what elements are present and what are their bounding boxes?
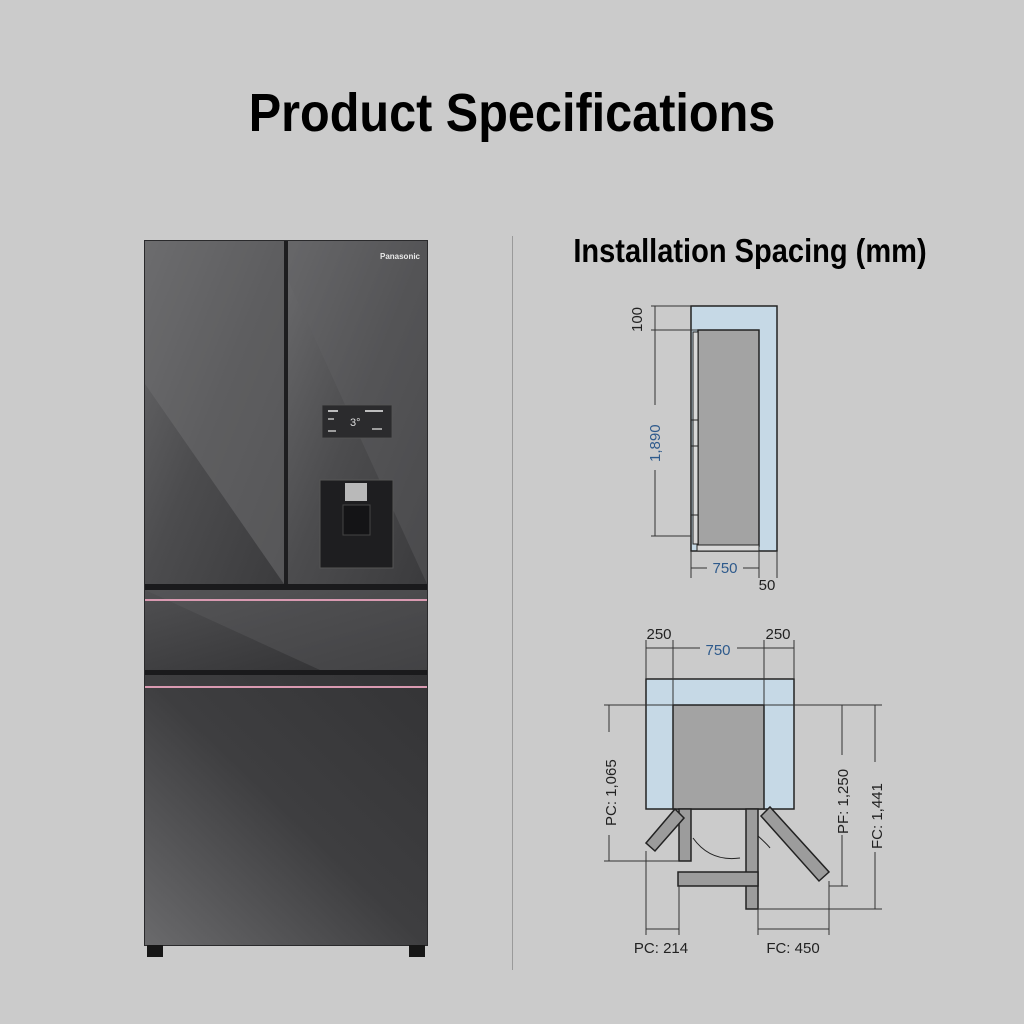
top-fc-door-label: FC: 450 — [766, 940, 819, 957]
upper-drawer — [145, 590, 427, 670]
top-view-diagram: 250 750 250 PC: 1,065 PF: 1,250 FC: 1,44… — [603, 626, 886, 957]
top-right-clearance-label: 250 — [765, 626, 790, 643]
top-width-label: 750 — [705, 642, 730, 659]
top-pc-depth-label: PC: 1,065 — [603, 759, 620, 826]
side-top-clearance-label: 100 — [629, 307, 646, 332]
side-depth-label: 750 — [712, 560, 737, 577]
top-fc-depth-label: FC: 1,441 — [869, 783, 886, 849]
diagram-subtitle: Installation Spacing (mm) — [573, 232, 927, 269]
column-divider — [512, 236, 513, 970]
top-left-clearance-label: 250 — [646, 626, 671, 643]
side-height-label: 1,890 — [647, 424, 664, 462]
top-pc-door-label: PC: 214 — [634, 940, 688, 957]
control-panel-reading: 3° — [350, 417, 361, 429]
water-dispenser — [319, 479, 394, 569]
page-title: Product Specifications — [248, 83, 776, 143]
side-view-diagram: 100 1,890 750 50 — [629, 305, 778, 594]
fridge-image: Panasonic 3° — [144, 240, 428, 957]
control-panel: 3° — [321, 404, 393, 439]
freezer-drawer — [145, 675, 427, 945]
fridge-brand: Panasonic — [380, 252, 421, 261]
side-back-clearance-label: 50 — [759, 577, 776, 594]
top-pf-depth-label: PF: 1,250 — [835, 769, 852, 834]
